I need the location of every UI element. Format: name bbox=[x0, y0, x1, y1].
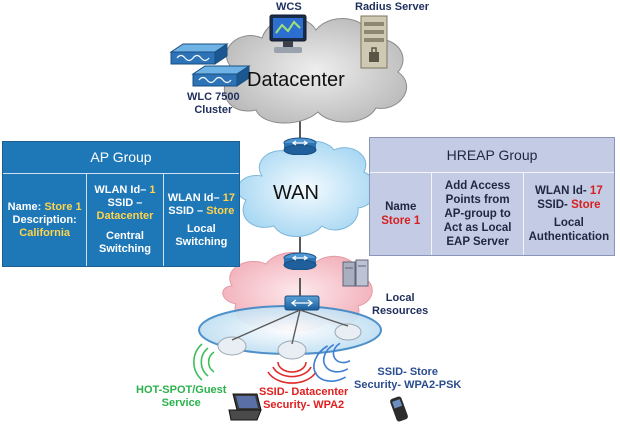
hreap-ssid-key: SSID- bbox=[537, 199, 568, 211]
hotspot-ssid-label: HOT-SPOT/Guest Service bbox=[136, 384, 226, 410]
ap-wlan1-key: WLAN Id– bbox=[94, 184, 147, 196]
hreap-auth-line1: Local bbox=[553, 217, 584, 229]
hreap-col-wlan: WLAN Id- 17 SSID- Store Local Authentica… bbox=[524, 173, 614, 255]
ap-mode17-line2: Switching bbox=[175, 235, 228, 248]
wan-label: WAN bbox=[273, 182, 319, 204]
wlc-cluster-label: WLC 7500 Cluster bbox=[187, 91, 240, 117]
ap-mode17-line1: Local bbox=[186, 222, 216, 235]
local-servers-icon bbox=[342, 259, 369, 287]
hreap-wlan-value: 17 bbox=[589, 185, 603, 197]
wifi-arcs-blue bbox=[313, 342, 351, 382]
datacenter-ssid-label: SSID- Datacenter Security- WPA2 bbox=[259, 386, 348, 412]
store-ssid-line1: SSID- Store bbox=[377, 366, 438, 378]
wifi-arcs-green bbox=[193, 343, 215, 381]
ap-ssid1-value: Datacenter bbox=[96, 210, 154, 222]
hreap-ssid-value: Store bbox=[571, 199, 601, 211]
hreap-col-name: Name Store 1 bbox=[370, 173, 433, 255]
hreap-action-line4: Act as Local bbox=[443, 222, 512, 234]
ap-desc-value: California bbox=[19, 226, 70, 239]
store-switch bbox=[284, 295, 320, 311]
hreap-action-line1: Add Access bbox=[444, 180, 511, 192]
store-ssid-label: SSID- Store Security- WPA2-PSK bbox=[354, 366, 461, 392]
hreap-auth-line2: Authentication bbox=[528, 231, 610, 243]
ap-group-col-name: Name: Store 1 Description: California bbox=[3, 174, 88, 266]
laptop-icon bbox=[228, 393, 262, 421]
ap-wlan1-value: 1 bbox=[149, 184, 156, 196]
ap-group-box: AP Group Name: Store 1 Description: Cali… bbox=[2, 141, 240, 267]
wlc-label-line1: WLC 7500 bbox=[187, 91, 240, 103]
wlc-cluster-icon bbox=[169, 43, 251, 87]
hreap-col-action: Add Access Points from AP-group to Act a… bbox=[432, 173, 524, 255]
hreap-action-line3: AP-group to bbox=[444, 208, 511, 220]
ap-wlan17-value: 17 bbox=[222, 191, 235, 204]
ap-mode1-line1: Central bbox=[106, 230, 144, 242]
ap-desc-key: Description: bbox=[12, 213, 77, 226]
datacenter-ssid-line1: SSID- Datacenter bbox=[259, 386, 349, 398]
ap-mode1-line2: Switching bbox=[98, 243, 151, 255]
ap-wlan17-key: WLAN Id– bbox=[167, 191, 220, 204]
local-resources-line2: Resources bbox=[372, 305, 429, 317]
hreap-name-value: Store 1 bbox=[381, 215, 421, 227]
access-points bbox=[217, 323, 362, 360]
ap-ssid17-key: SSID – bbox=[168, 204, 204, 217]
ap-name-value: Store 1 bbox=[44, 200, 82, 213]
hotspot-line1: HOT-SPOT/Guest bbox=[136, 384, 227, 396]
radius-server-icon bbox=[360, 15, 388, 69]
wifi-arcs-red bbox=[267, 361, 317, 384]
hreap-action-line2: Points from bbox=[445, 194, 510, 206]
ap-group-col-datacenter: WLAN Id– 1 SSID – Datacenter Central Swi… bbox=[87, 174, 164, 266]
ap-ssid17-value: Store bbox=[206, 204, 235, 217]
hreap-action-line5: EAP Server bbox=[446, 236, 509, 248]
hreap-group-box: HREAP Group Name Store 1 Add Access Poin… bbox=[369, 137, 615, 256]
wcs-monitor-icon bbox=[269, 14, 307, 53]
hreap-group-title: HREAP Group bbox=[370, 138, 614, 173]
ap-name-key: Name: bbox=[7, 200, 42, 213]
wlc-label-line2: Cluster bbox=[194, 104, 233, 116]
datacenter-ssid-line2: Security- WPA2 bbox=[263, 399, 345, 411]
wan-router-bottom-icon bbox=[283, 252, 317, 270]
hreap-wlan-key: WLAN Id- bbox=[534, 185, 587, 197]
wcs-label: WCS bbox=[276, 1, 302, 13]
ap-group-title: AP Group bbox=[3, 142, 239, 174]
handheld-scanner-icon bbox=[390, 396, 408, 422]
hotspot-line2: Service bbox=[161, 397, 201, 409]
hreap-name-key: Name bbox=[385, 201, 417, 213]
datacenter-label: Datacenter bbox=[247, 69, 345, 91]
store-ssid-line2: Security- WPA2-PSK bbox=[354, 379, 462, 391]
local-resources-label: Local Resources bbox=[372, 292, 428, 318]
wan-router-top-icon bbox=[283, 137, 317, 155]
radius-server-label: Radius Server bbox=[355, 1, 429, 13]
ap-ssid1-key: SSID – bbox=[107, 197, 143, 209]
ap-group-col-store: WLAN Id– 17 SSID – Store Local Switching bbox=[164, 174, 239, 266]
local-resources-line1: Local bbox=[385, 292, 415, 304]
